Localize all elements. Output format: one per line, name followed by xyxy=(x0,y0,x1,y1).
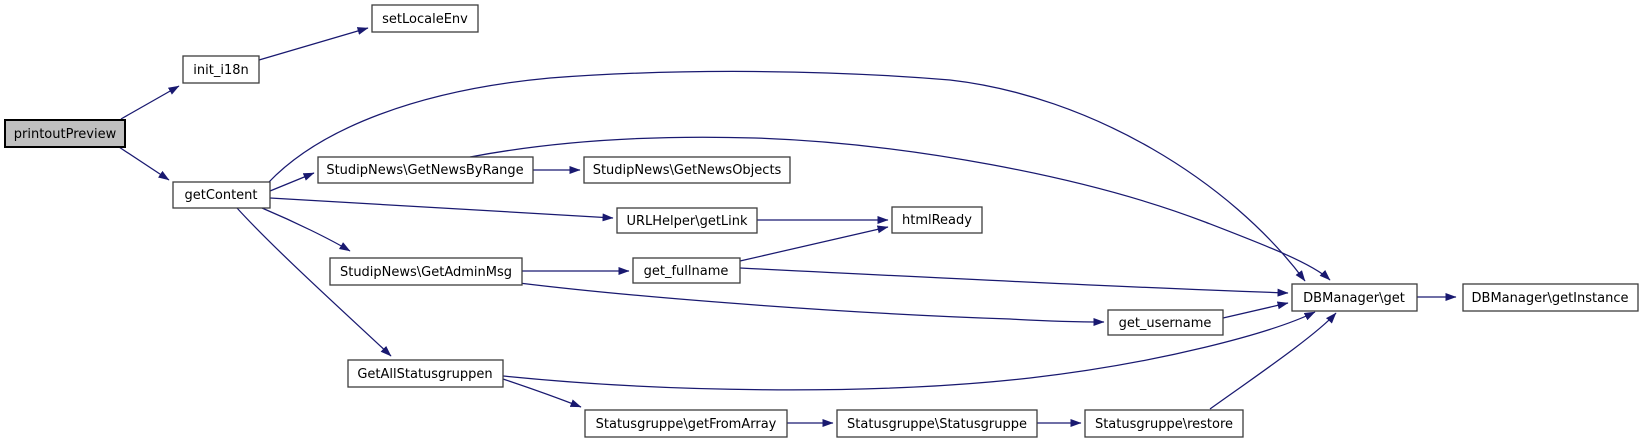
node-htmlReady[interactable]: htmlReady xyxy=(891,206,983,234)
edge-getContent-DBManager-get xyxy=(267,70,1306,282)
node-label-DBManager-getInstance: DBManager\getInstance xyxy=(1472,291,1629,306)
node-GetNewsObjects[interactable]: StudipNews\GetNewsObjects xyxy=(583,156,791,184)
edge-getContent-GetAllStatusgruppen xyxy=(236,207,392,357)
edge-layer xyxy=(118,27,1457,427)
edge-get_username-DBManager-get xyxy=(1222,301,1289,319)
node-DBManager-getInstance[interactable]: DBManager\getInstance xyxy=(1462,283,1639,312)
node-init_i18n[interactable]: init_i18n xyxy=(182,55,260,84)
node-box-Statusgruppe-restore[interactable] xyxy=(1084,409,1244,438)
edge-getContent-GetAdminMsg xyxy=(261,207,351,252)
node-box-GetAllStatusgruppen[interactable] xyxy=(347,359,504,388)
edge-printoutPreview-init_i18n xyxy=(120,85,180,120)
node-label-URLHelper-getLink: URLHelper\getLink xyxy=(626,214,748,229)
node-getContent[interactable]: getContent xyxy=(172,181,271,209)
node-GetNewsByRange[interactable]: StudipNews\GetNewsByRange xyxy=(317,156,534,184)
node-label-getFromArray: Statusgruppe\getFromArray xyxy=(596,417,777,432)
edge-getContent-GetNewsByRange xyxy=(269,172,315,192)
node-label-htmlReady: htmlReady xyxy=(902,213,972,228)
edge-get_fullname-htmlReady xyxy=(739,225,889,262)
edge-GetAllStatusgruppen-DBManager-get xyxy=(502,311,1316,391)
edge-GetNewsByRange-DBManager-get xyxy=(469,136,1331,281)
edge-init_i18n-setLocaleEnv xyxy=(258,27,369,61)
node-box-setLocaleEnv[interactable] xyxy=(371,4,479,33)
node-printoutPreview[interactable]: printoutPreview xyxy=(4,119,126,148)
node-label-GetNewsByRange: StudipNews\GetNewsByRange xyxy=(326,163,523,178)
node-box-printoutPreview[interactable] xyxy=(4,119,126,148)
edge-getContent-getLink xyxy=(269,197,614,222)
node-label-GetNewsObjects: StudipNews\GetNewsObjects xyxy=(593,163,782,178)
node-box-getContent[interactable] xyxy=(172,181,271,209)
node-box-init_i18n[interactable] xyxy=(182,55,260,84)
node-Statusgruppe-restore[interactable]: Statusgruppe\restore xyxy=(1084,409,1244,438)
node-getFromArray[interactable]: Statusgruppe\getFromArray xyxy=(584,409,788,438)
node-setLocaleEnv[interactable]: setLocaleEnv xyxy=(371,4,479,33)
node-box-GetAdminMsg[interactable] xyxy=(329,257,523,286)
node-label-Statusgruppe-constructor: Statusgruppe\Statusgruppe xyxy=(847,417,1027,432)
node-label-printoutPreview: printoutPreview xyxy=(14,127,117,142)
node-label-setLocaleEnv: setLocaleEnv xyxy=(382,12,468,27)
edge-get_fullname-DBManager-get xyxy=(739,267,1289,297)
node-box-DBManager-get[interactable] xyxy=(1291,283,1418,312)
node-DBManager-get[interactable]: DBManager\get xyxy=(1291,283,1418,312)
node-box-URLHelper-getLink[interactable] xyxy=(616,207,758,234)
node-Statusgruppe-constructor[interactable]: Statusgruppe\Statusgruppe xyxy=(836,409,1038,438)
edge-GetAdminMsg-get_username xyxy=(518,282,1105,326)
node-box-get_fullname[interactable] xyxy=(632,257,741,284)
edge-GetAllStatusgruppen-getFromArray xyxy=(502,378,582,408)
node-box-DBManager-getInstance[interactable] xyxy=(1462,283,1639,312)
node-box-Statusgruppe-constructor[interactable] xyxy=(836,409,1038,438)
node-box-GetNewsByRange[interactable] xyxy=(317,156,534,184)
node-label-get_fullname: get_fullname xyxy=(644,264,729,279)
node-label-get_username: get_username xyxy=(1119,316,1212,331)
node-box-getFromArray[interactable] xyxy=(584,409,788,438)
node-label-GetAllStatusgruppen: GetAllStatusgruppen xyxy=(357,367,492,382)
node-GetAllStatusgruppen[interactable]: GetAllStatusgruppen xyxy=(347,359,504,388)
node-label-DBManager-get: DBManager\get xyxy=(1303,291,1405,306)
node-URLHelper-getLink[interactable]: URLHelper\getLink xyxy=(616,207,758,234)
node-label-GetAdminMsg: StudipNews\GetAdminMsg xyxy=(340,265,512,280)
node-GetAdminMsg[interactable]: StudipNews\GetAdminMsg xyxy=(329,257,523,286)
node-box-get_username[interactable] xyxy=(1107,309,1224,336)
node-label-Statusgruppe-restore: Statusgruppe\restore xyxy=(1095,417,1233,432)
node-label-getContent: getContent xyxy=(184,188,257,203)
node-get_fullname[interactable]: get_fullname xyxy=(632,257,741,284)
node-get_username[interactable]: get_username xyxy=(1107,309,1224,336)
edge-restore-DBManager-get xyxy=(1209,312,1337,410)
node-box-GetNewsObjects[interactable] xyxy=(583,156,791,184)
node-layer: printoutPreview init_i18n setLocaleEnv g… xyxy=(4,4,1639,438)
node-label-init_i18n: init_i18n xyxy=(193,63,248,78)
edge-printoutPreview-getContent xyxy=(118,146,170,181)
node-box-htmlReady[interactable] xyxy=(891,206,983,234)
